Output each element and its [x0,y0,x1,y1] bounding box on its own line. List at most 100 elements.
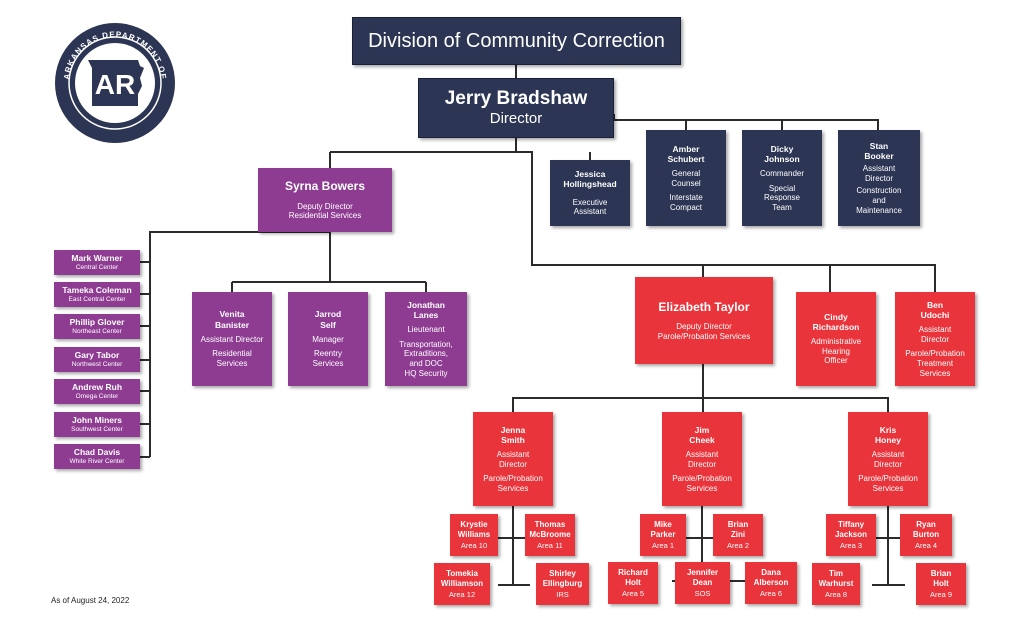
area-box: Mike Parker Area 1 [640,514,686,556]
report-title: Lieutenant [407,325,445,335]
area-manager: Brian Zini [727,519,749,539]
deputy-residential-box: Syrna Bowers Deputy Director Residential… [258,168,392,232]
area-manager: Krystie Williams [457,519,491,539]
area-label: Area 12 [448,590,476,600]
deputy-title: Deputy Director Parole/Probation Service… [657,322,751,341]
assistant-director-box: Jenna Smith Assistant Director Parole/Pr… [473,412,553,506]
report-title: Assistant Director [200,334,264,344]
assistant-name: Jim Cheek [689,424,715,445]
area-box: Jennifer Dean SOS [675,562,730,604]
side-title: Assistant Director [918,325,952,344]
area-manager: Dana Alberson [753,567,789,587]
area-manager: Jennifer Dean [686,567,719,587]
division-title-box: Division of Community Correction [352,17,681,65]
center-manager: John Miners [71,415,123,425]
center-name: Omega Center [75,393,119,401]
report-name: Jonathan Lanes [407,299,445,321]
residential-report-box: Venita Banister Assistant Director Resid… [192,292,272,386]
assistant-title: Assistant Director [871,450,905,469]
center-name: Southwest Center [71,426,123,434]
area-manager: Shirley Ellingburg [542,568,583,588]
division-title: Division of Community Correction [368,30,665,52]
parole-side-box: Ben Udochi Assistant Director Parole/Pro… [895,292,975,386]
assistant-name: Jenna Smith [500,424,526,445]
area-label: Area 4 [914,541,938,551]
area-label: Area 6 [759,589,783,599]
area-box: Ryan Burton Area 4 [900,514,952,556]
area-manager: Tim Warhurst [818,568,854,588]
area-label: SOS [694,589,711,599]
staff-title: Executive Assistant [572,197,608,217]
deputy-name: Elizabeth Taylor [658,299,750,314]
center-manager: Tameka Coleman [62,285,132,295]
area-label: Area 11 [537,541,563,551]
center-box: Phillip Glover Northeast Center [54,314,140,339]
center-name: East Central Center [68,296,126,304]
area-label: Area 1 [651,541,675,551]
staff-box: Jessica Hollingshead Executive Assistant [550,160,630,226]
center-name: Central Center [75,264,119,272]
staff-title: Assistant Director [862,164,896,183]
side-name: Ben Udochi [920,299,950,321]
assistant-title: Assistant Director [496,450,530,469]
area-label: Area 3 [839,541,863,551]
residential-report-box: Jonathan Lanes Lieutenant Transportation… [385,292,467,386]
residential-report-box: Jarrod Self Manager Reentry Services [288,292,368,386]
center-box: Andrew Ruh Omega Center [54,379,140,404]
center-box: John Miners Southwest Center [54,412,140,437]
center-manager: Gary Tabor [74,350,120,360]
staff-box: Stan Booker Assistant Director Construct… [838,130,920,226]
report-name: Venita Banister [214,309,249,330]
center-name: White River Center [69,458,125,466]
staff-name: Jessica Hollingshead [563,169,617,190]
area-manager: Richard Holt [618,567,648,587]
staff-name: Amber Schubert [667,143,705,164]
staff-box: Amber Schubert General Counsel Interstat… [646,130,726,226]
area-manager: Brian Holt [930,568,952,588]
area-label: Area 8 [824,590,848,600]
area-box: Brian Holt Area 9 [916,563,966,605]
area-box: Shirley Ellingburg IRS [536,563,589,605]
side-role: Parole/Probation Treatment Services [905,349,965,378]
staff-title: Commander [759,169,804,178]
staff-role: Interstate Compact [669,193,703,212]
center-box: Chad Davis White River Center [54,444,140,469]
center-manager: Phillip Glover [69,317,125,327]
assistant-title: Assistant Director [685,450,719,469]
area-box: Tomekia Williamson Area 12 [434,563,490,605]
arkansas-doc-logo: AR ARKANSAS DEPARTMENT OF CORRECTIONS [54,22,176,144]
assistant-director-box: Kris Honey Assistant Director Parole/Pro… [848,412,928,506]
area-box: Tim Warhurst Area 8 [812,563,860,605]
director-title: Director [489,110,543,128]
parole-side-box: Cindy Richardson Administrative Hearing … [796,292,876,386]
deputy-parole-box: Elizabeth Taylor Deputy Director Parole/… [635,277,773,364]
staff-title: General Counsel [671,169,701,188]
report-role: Reentry Services [312,349,344,368]
report-role: Residential Services [212,349,252,368]
area-manager: Tiffany Jackson [834,519,868,539]
area-label: Area 5 [621,589,645,599]
area-box: Brian Zini Area 2 [713,514,763,556]
center-name: Northwest Center [71,361,123,369]
staff-role: Special Response Team [763,183,801,212]
center-manager: Mark Warner [71,253,123,263]
director-name: Jerry Bradshaw [444,87,588,109]
area-box: Dana Alberson Area 6 [745,562,797,604]
assistant-name: Kris Honey [875,424,901,445]
deputy-title: Deputy Director Residential Services [288,201,362,221]
area-box: Krystie Williams Area 10 [450,514,498,556]
staff-name: Dicky Johnson [764,143,800,164]
area-manager: Mike Parker [650,519,676,539]
report-title: Manager [312,334,344,344]
deputy-name: Syrna Bowers [284,179,366,194]
center-manager: Chad Davis [73,447,121,457]
assistant-director-box: Jim Cheek Assistant Director Parole/Prob… [662,412,742,506]
report-name: Jarrod Self [314,309,342,330]
area-box: Tiffany Jackson Area 3 [826,514,876,556]
area-manager: Ryan Burton [912,519,940,539]
center-name: Northeast Center [72,328,122,336]
area-box: Thomas McBroome Area 11 [525,514,575,556]
area-label: Area 9 [929,590,953,600]
center-manager: Andrew Ruh [71,382,123,392]
